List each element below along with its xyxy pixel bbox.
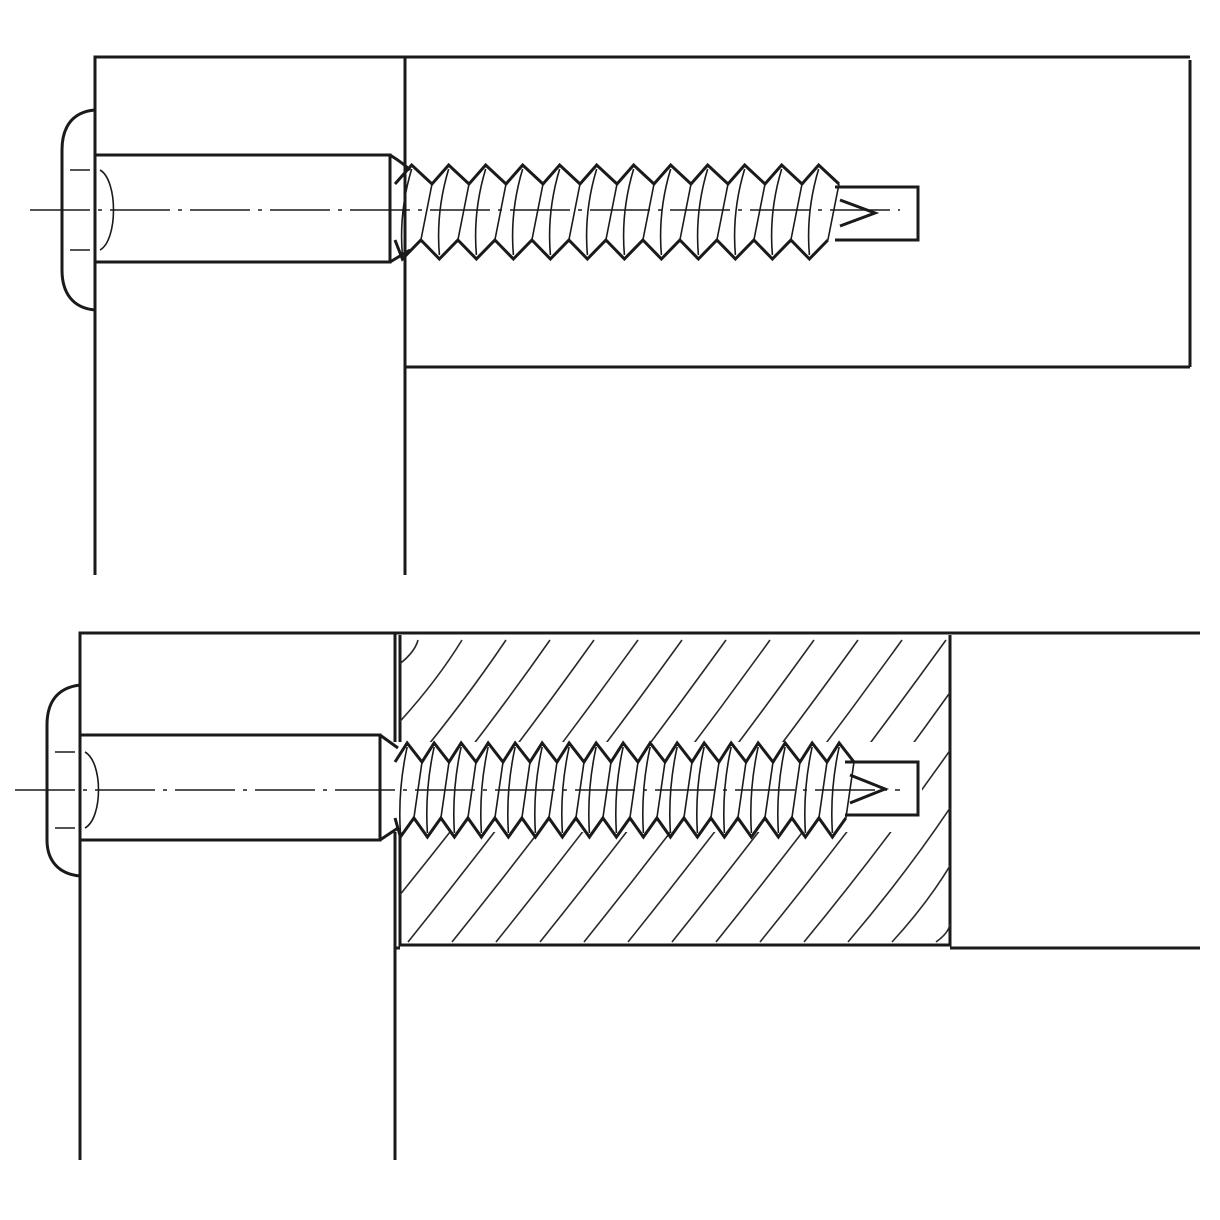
thread-lower-edge bbox=[393, 237, 829, 262]
bottom-screw-head bbox=[45, 683, 81, 878]
top-right-board bbox=[405, 60, 1192, 369]
hatch-clear-zone bbox=[382, 742, 922, 832]
top-screw-shank bbox=[95, 153, 412, 264]
thread-flanks bbox=[400, 168, 840, 256]
thread-upper-edge bbox=[393, 740, 856, 765]
top-screw-thread bbox=[393, 162, 841, 262]
bottom-screw-tip bbox=[845, 760, 920, 817]
bottom-screw-shank bbox=[80, 733, 399, 842]
thread-upper-edge bbox=[393, 162, 841, 187]
top-figure bbox=[30, 55, 1192, 575]
top-left-panel bbox=[93, 55, 1190, 575]
bottom-figure bbox=[15, 631, 1200, 1160]
bottom-left-panel bbox=[78, 631, 1200, 1160]
top-screw-head bbox=[60, 108, 96, 312]
thread-lower-edge bbox=[393, 815, 848, 841]
top-screw-tip bbox=[835, 185, 920, 242]
